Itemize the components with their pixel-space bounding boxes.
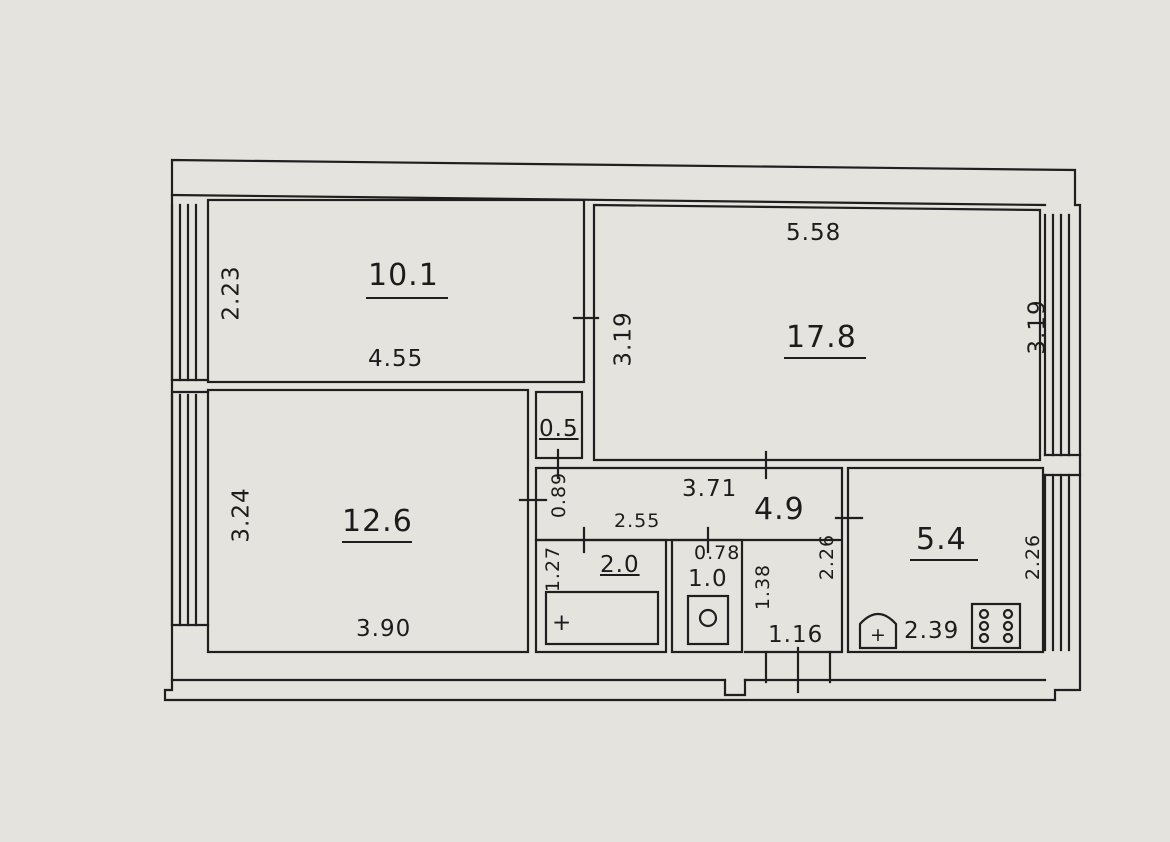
kitchen-sink: [858, 612, 898, 650]
room-area-label: 12.6: [342, 504, 413, 539]
left-window-bottom: [170, 393, 210, 627]
dimension-label: 1.27: [542, 545, 565, 593]
room-area-label: 10.1: [368, 258, 439, 293]
dimension-label: 3.71: [682, 476, 738, 502]
toilet-base: [686, 594, 730, 646]
dimension-label: 2.26: [1022, 533, 1045, 581]
room-area-label: 17.8: [786, 320, 857, 355]
dimension-label: 2.26: [816, 533, 839, 581]
dimension-label: 5.58: [786, 220, 842, 246]
dimension-label: 0.89: [548, 471, 571, 519]
dimension-label: 2.55: [614, 510, 661, 532]
room-12-6: [206, 388, 530, 654]
room-area-label: 2.0: [600, 552, 640, 578]
left-window-top: [170, 203, 210, 394]
dimension-label: 3.24: [228, 487, 255, 543]
inner-wall: [170, 193, 1047, 207]
dimension-label: 2.23: [218, 265, 245, 321]
room-area-label: 4.9: [754, 492, 805, 527]
toilet-bowl: [698, 608, 718, 628]
kitchen-5-4: [846, 466, 1045, 654]
dimension-label: 3.19: [610, 311, 637, 367]
room-area-label: 5.4: [916, 522, 967, 557]
dimension-label: 3.90: [356, 616, 412, 642]
dimension-label: 3.19: [1024, 299, 1051, 355]
right-window-bottom: [1043, 453, 1082, 652]
dimension-label: 2.39: [904, 618, 960, 644]
room-area-label: 1.0: [688, 566, 728, 592]
dimension-label: 1.38: [752, 563, 775, 611]
bath-2-0: [534, 538, 668, 654]
right-window-top: [1043, 213, 1071, 457]
sink-cross-icon: +: [870, 624, 887, 646]
dimension-label: 0.78: [694, 542, 741, 564]
entrance-step: [723, 678, 747, 697]
dimension-label: 1.16: [768, 622, 824, 648]
bathtub: [544, 590, 660, 646]
dimension-label: 4.55: [368, 346, 424, 372]
room-area-label: 0.5: [539, 416, 579, 442]
room-10-1: [206, 198, 586, 384]
room-17-8: [592, 203, 1042, 462]
bathtub-cross-icon: +: [552, 610, 573, 636]
stove: [970, 602, 1022, 650]
outer-wall: [163, 158, 1082, 702]
